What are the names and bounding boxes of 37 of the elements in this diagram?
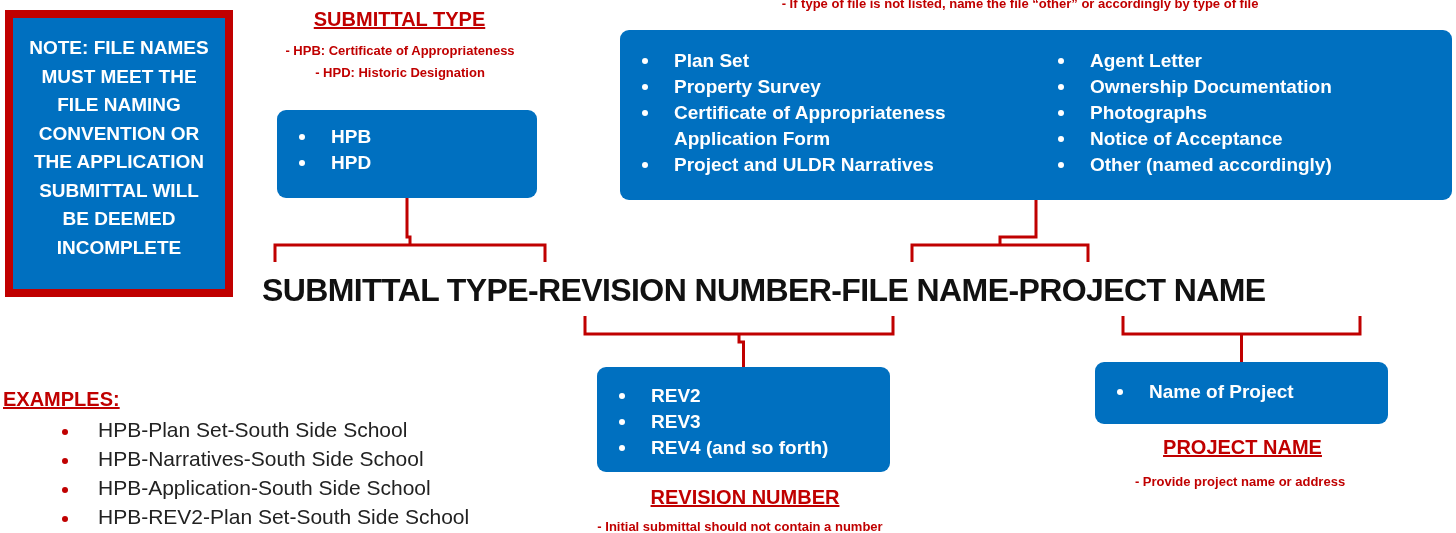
list-item: Notice of Acceptance <box>1056 126 1426 152</box>
bracket-connector <box>910 198 1090 264</box>
list-item: Photographs <box>1056 100 1426 126</box>
note-box: NOTE: FILE NAMES MUST MEET THE FILE NAMING CONVENTION OR THE APPLICATION SUBMITTAL WILL BE DEEMED INCOMPLETE <box>5 10 233 297</box>
example-item: HPB-Application-South Side School <box>62 476 431 500</box>
list-item: HPB <box>297 124 517 150</box>
example-item: HPB-Narratives-South Side School <box>62 447 424 471</box>
section-heading: EXAMPLES: <box>3 388 120 411</box>
list-item: Ownership Documentation <box>1056 74 1426 100</box>
example-item: HPB-REV2-Plan Set-South Side School <box>62 505 470 529</box>
file-name-box <box>620 30 1452 200</box>
list-item: Project and ULDR Narratives <box>640 152 1010 178</box>
note-text: - HPD: Historic Designation <box>314 65 486 80</box>
list-item: Agent Letter <box>1056 48 1426 74</box>
note-text: - Provide project name or address <box>1133 474 1347 489</box>
list-item: REV2 <box>617 383 870 409</box>
revision-number-box <box>597 367 890 472</box>
list-item: REV4 (and so forth) <box>617 435 870 461</box>
section-heading: SUBMITTAL TYPE <box>312 8 487 31</box>
example-item: HPB-Plan Set-South Side School <box>62 418 408 442</box>
project-name-box <box>1095 362 1388 424</box>
section-heading: PROJECT NAME <box>1162 436 1323 459</box>
submittal-type-box <box>277 110 537 198</box>
list-item: Certificate of Appropriateness Application Form <box>640 100 1010 152</box>
file-name-formula: SUBMITTAL TYPE-REVISION NUMBER-FILE NAME-PROJECT NAME <box>262 268 1382 312</box>
list-item: Property Survey <box>640 74 1010 100</box>
list-item: Plan Set <box>640 48 1010 74</box>
section-heading: REVISION NUMBER <box>649 486 841 509</box>
note-text: - HPB: Certificate of Appropriateness <box>284 43 516 58</box>
list-item: HPD <box>297 150 517 176</box>
list-item: Name of Project <box>1115 379 1368 405</box>
list-item: Other (named accordingly) <box>1056 152 1426 178</box>
bracket-connector <box>583 314 895 369</box>
list-item: REV3 <box>617 409 870 435</box>
bracket-connector <box>273 196 547 264</box>
bracket-connector <box>1121 314 1362 364</box>
note-text: - Initial submittal should not contain a number <box>596 519 884 533</box>
